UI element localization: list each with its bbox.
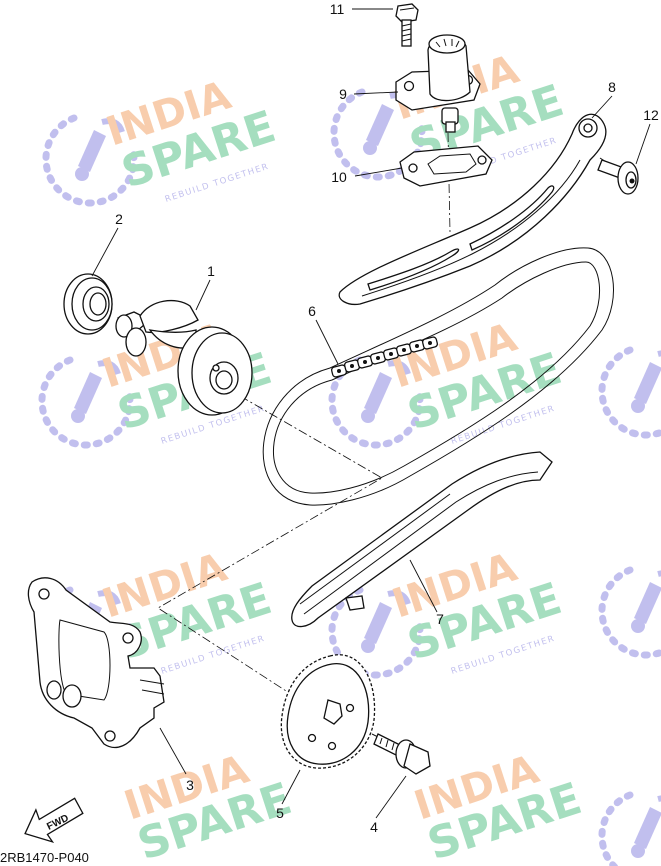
callout-10: 10 [331, 169, 347, 185]
bearing [63, 273, 113, 335]
watermark: INDIA SPARE REBUILD TOGETHER [46, 72, 282, 204]
callout-4: 4 [370, 819, 378, 835]
callout-labels: 11 9 10 8 12 2 1 6 7 3 5 4 [115, 1, 659, 835]
callout-11: 11 [330, 1, 345, 17]
watermark: INDIA SPARE [119, 746, 298, 866]
chain-guide [291, 451, 553, 628]
guide-pivot-bolt [597, 157, 639, 195]
forward-arrow-icon: FWD [24, 797, 84, 843]
callout-9: 9 [339, 86, 347, 102]
cover-plate [27, 577, 165, 749]
cam-sprocket [280, 654, 376, 769]
watermark: INDIA SPARE REBUILD TOGETHER [332, 314, 568, 446]
callout-leaders [91, 8, 651, 819]
drawing-code: 2RB1470-P040 [0, 850, 89, 865]
callout-3: 3 [186, 777, 194, 793]
tensioner-bolt [395, 3, 419, 47]
chain-links [330, 336, 439, 378]
watermark-logo-icon [602, 350, 661, 435]
callout-7: 7 [436, 611, 444, 627]
callout-8: 8 [608, 79, 616, 95]
callout-12: 12 [643, 107, 659, 123]
callout-1: 1 [207, 263, 215, 279]
callout-6: 6 [308, 303, 316, 319]
sprocket-bolt [371, 733, 431, 775]
callout-2: 2 [115, 211, 123, 227]
callout-5: 5 [276, 805, 284, 821]
watermark-logo-icon [602, 795, 661, 866]
camshaft [115, 299, 253, 416]
cam-chain [262, 247, 614, 506]
watermark: INDIA SPARE [409, 746, 588, 866]
chain-tensioner [395, 34, 481, 133]
watermark-edge [602, 350, 661, 866]
tensioner-gasket [399, 145, 493, 187]
assembly-lines [157, 132, 451, 701]
watermark-logo-icon [602, 570, 661, 655]
tensioner-guide [338, 113, 607, 306]
